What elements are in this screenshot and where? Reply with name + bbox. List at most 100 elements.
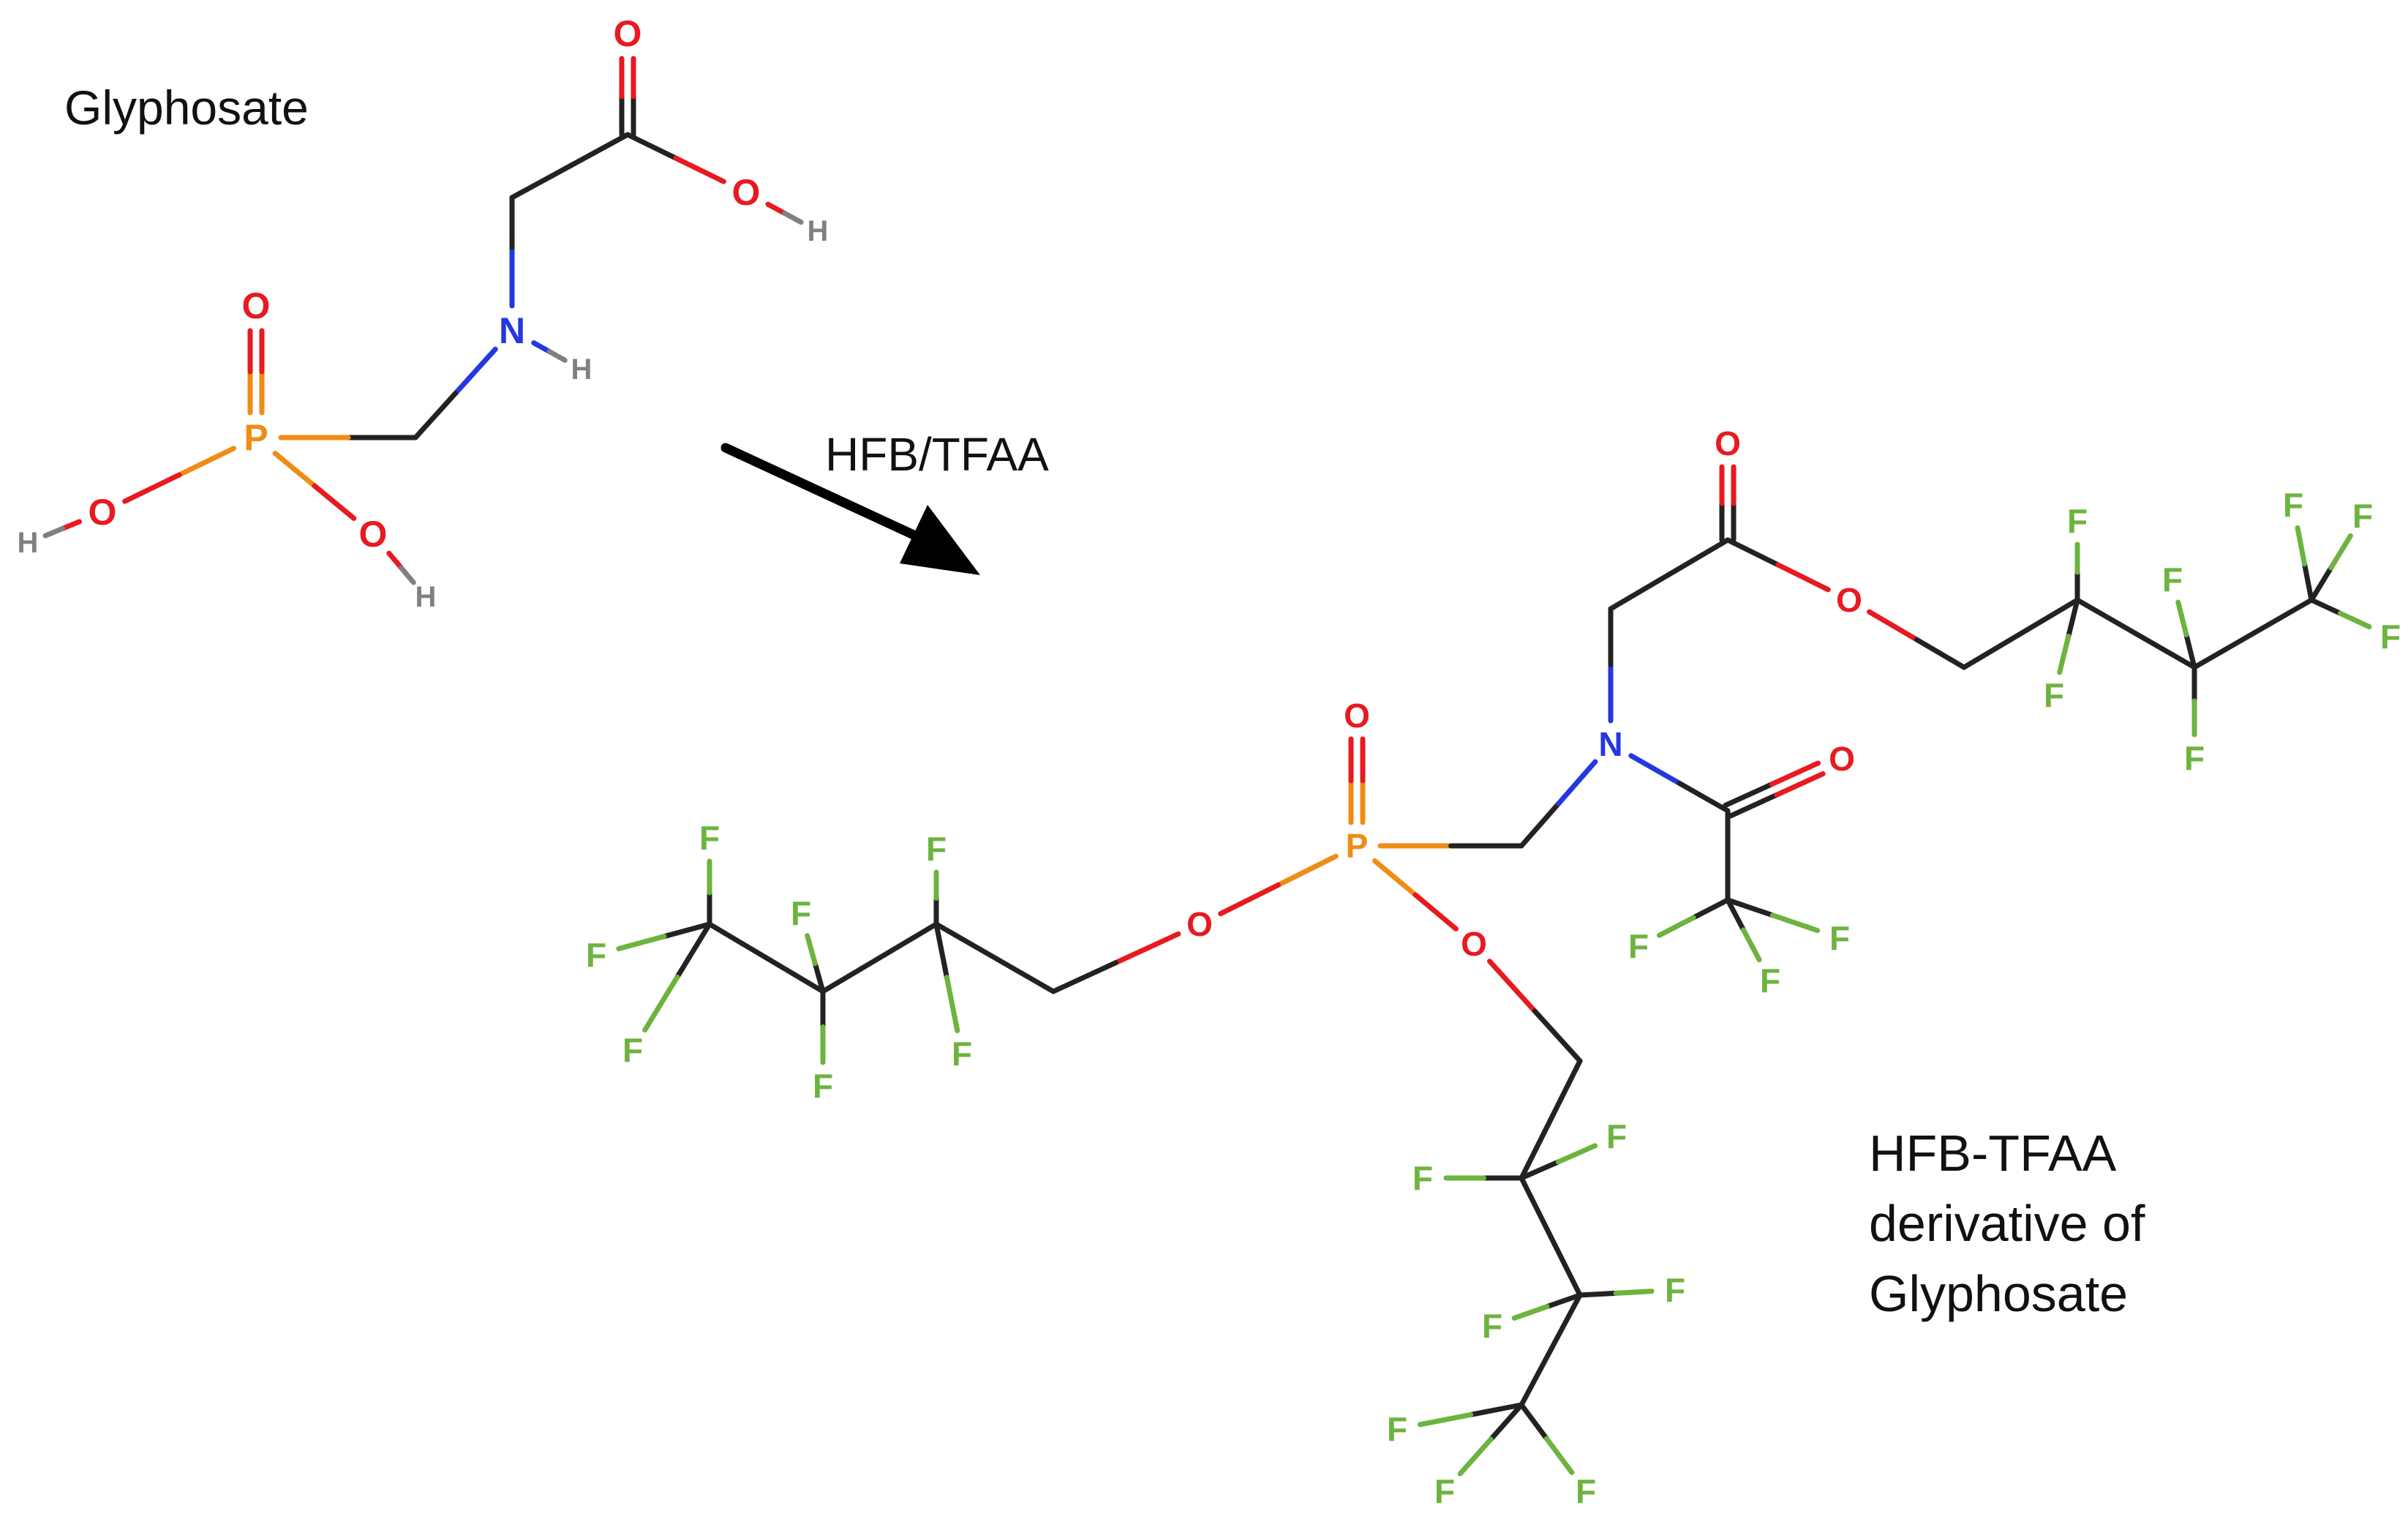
bond-segment xyxy=(1417,1411,1474,1428)
bond-Ce3-Ce4 xyxy=(2191,597,2314,670)
bond-segment xyxy=(1555,759,1598,807)
bond-segment xyxy=(1769,912,1821,934)
atom-f-fe4c: F xyxy=(2380,618,2401,656)
bond-C1-O2 xyxy=(625,132,726,184)
atom-f-fe2a: F xyxy=(2067,502,2088,540)
bond-segment xyxy=(933,921,949,980)
atom-f-fe4a: F xyxy=(2283,486,2303,524)
bond-segment xyxy=(2295,525,2308,567)
atom-h-h2: H xyxy=(571,353,592,386)
atom-f-fd4a: F xyxy=(1387,1410,1407,1448)
atom-f-fd2b: F xyxy=(1412,1159,1433,1197)
bond-segment xyxy=(1519,1347,1554,1408)
bond-segment xyxy=(1050,960,1118,994)
bond-segment xyxy=(42,526,65,539)
atom-f-fe3b: F xyxy=(2184,739,2205,777)
bond-segment xyxy=(765,201,788,216)
bond-segment xyxy=(933,921,998,961)
atom-o-o3: O xyxy=(242,285,271,326)
bond-Ct-Ft2 xyxy=(1725,897,1762,963)
bond-Cc-Oe xyxy=(1725,537,1831,593)
atom-o-o4: O xyxy=(89,492,117,533)
product-name-line-3: Glyphosate xyxy=(1869,1265,2128,1322)
bond-N-C3 xyxy=(413,346,498,440)
bond-segment xyxy=(642,974,680,1033)
bond-segment xyxy=(1543,1436,1575,1475)
atom-f-fl4a: F xyxy=(699,819,720,857)
bond-Cd2-Cd3 xyxy=(1519,1175,1583,1298)
bond-Ce3-Fe3a xyxy=(2175,599,2197,670)
bond-segment xyxy=(1519,1159,1561,1181)
bond-segment xyxy=(1511,1304,1550,1321)
atom-o-o2: O xyxy=(732,172,761,213)
atom-o-o5: O xyxy=(359,514,388,555)
atom-h-h3: H xyxy=(18,527,39,559)
bond-segment xyxy=(567,132,631,169)
bond-Cd1-Cd2 xyxy=(1519,1058,1583,1181)
bond-Cc-Oc xyxy=(1719,464,1737,543)
bond-P-O3 xyxy=(247,328,265,416)
bond-segment xyxy=(1548,1292,1583,1353)
bond-segment xyxy=(782,210,804,225)
bond-segment xyxy=(1628,753,1682,786)
bond-Cd4-Fd4c xyxy=(1519,1402,1575,1475)
bond-segment xyxy=(122,472,182,504)
atom-h-h4: H xyxy=(415,581,437,613)
bond-segment xyxy=(386,550,405,571)
bond-segment xyxy=(59,519,83,532)
bond-segment xyxy=(1412,892,1459,931)
bond-segment xyxy=(625,132,679,161)
bond-segment xyxy=(2133,631,2197,670)
bond-CH2a-N xyxy=(1519,759,1598,849)
bond-segment xyxy=(1276,853,1339,888)
bond-O1-Cl1 xyxy=(1050,931,1181,994)
bond-segment xyxy=(2302,561,2314,603)
bond-segment xyxy=(1613,1289,1655,1296)
bond-segment xyxy=(1468,1402,1524,1417)
bond-segment xyxy=(2337,610,2372,630)
bond-segment xyxy=(1519,1402,1549,1441)
bond-Cd4-Fd4b xyxy=(1457,1402,1524,1477)
bond-segment xyxy=(2309,565,2334,603)
bond-segment xyxy=(2183,632,2197,670)
atom-h-h1: H xyxy=(808,215,829,247)
bond-segment xyxy=(2250,597,2314,637)
bond-CH2b-Cc xyxy=(1608,537,1731,612)
atom-f-fd3a: F xyxy=(1665,1271,1685,1309)
product-name-line-2: derivative of xyxy=(1869,1195,2145,1252)
bond-segment xyxy=(1914,637,1967,670)
bond-segment xyxy=(2066,597,2080,639)
bond-segment xyxy=(272,451,317,489)
bond-Ct-Ft1 xyxy=(1656,897,1731,938)
atom-n-n: N xyxy=(499,310,525,351)
bond-P-O1 xyxy=(1218,853,1339,917)
bond-segment xyxy=(877,921,939,961)
bond-segment xyxy=(1488,1402,1524,1442)
atom-o-o1: O xyxy=(614,13,642,54)
atom-o-oe: O xyxy=(1836,581,1862,619)
bond-segment xyxy=(1656,915,1696,938)
bond-segment xyxy=(1723,781,1775,809)
reactant-name-label: Glyphosate xyxy=(64,80,309,135)
atom-o-oc: O xyxy=(1715,424,1741,462)
bond-segment xyxy=(764,955,826,994)
bond-segment xyxy=(312,483,357,521)
bond-segment xyxy=(805,933,818,967)
bond-segment xyxy=(820,955,882,994)
bond-segment xyxy=(1544,1292,1583,1310)
reaction-arrow xyxy=(720,443,980,575)
atom-f-fl3b: F xyxy=(813,1067,833,1105)
bond-segment xyxy=(1725,537,1781,568)
bond-segment xyxy=(1666,537,1731,577)
bond-segment xyxy=(944,975,960,1034)
bond-segment xyxy=(1725,897,1775,918)
bond-Ce4-Fe4b xyxy=(2309,533,2353,603)
bond-segment xyxy=(1548,1058,1583,1122)
bond-P-Op xyxy=(1348,736,1366,825)
atom-f-fe4b: F xyxy=(2352,497,2373,535)
bond-segment xyxy=(707,921,769,961)
atom-f-fl2a: F xyxy=(926,830,947,868)
